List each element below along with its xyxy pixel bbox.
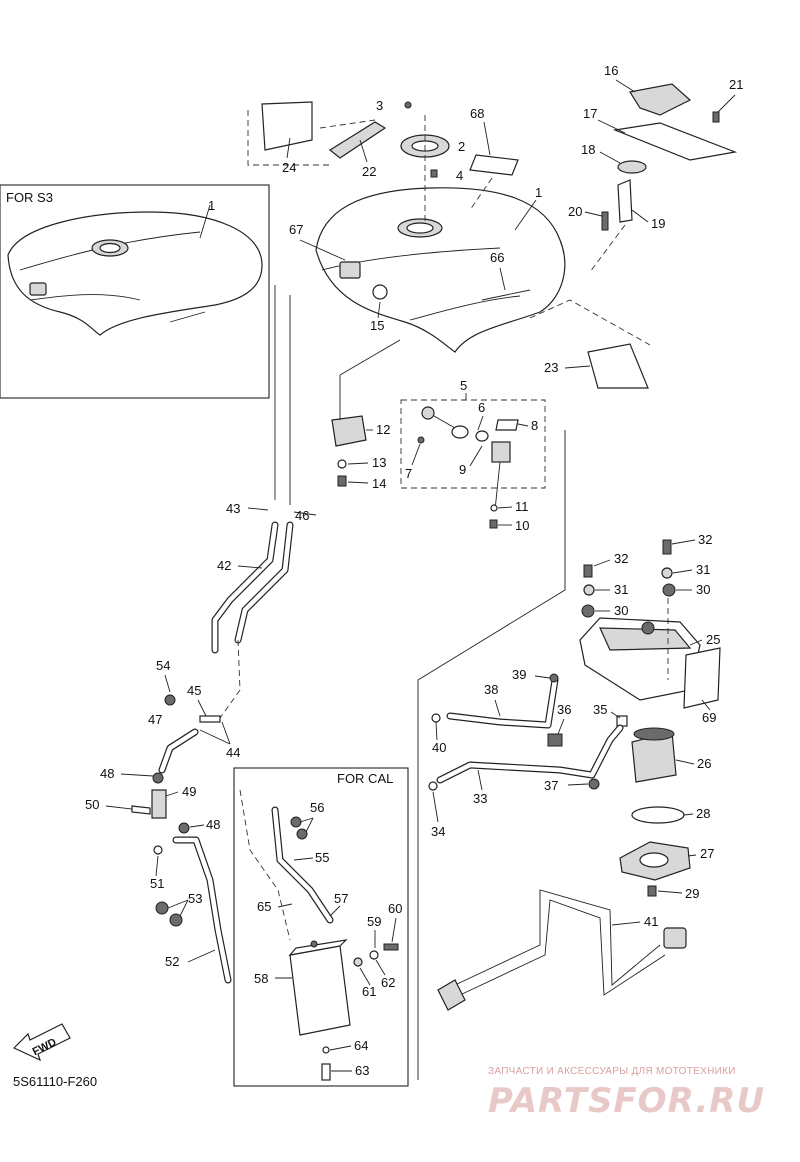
callout-26: 26 <box>697 756 711 771</box>
callout-69: 69 <box>702 710 716 725</box>
callout-5: 5 <box>460 378 467 393</box>
callout-25: 25 <box>706 632 720 647</box>
callout-29: 29 <box>685 886 699 901</box>
callout-61: 61 <box>362 984 376 999</box>
inset-for-s3: FOR S3 1 <box>0 184 270 399</box>
callout-51: 51 <box>150 876 164 891</box>
callout-63: 63 <box>355 1063 369 1078</box>
side-panel: 23 <box>529 299 651 389</box>
callout-13: 13 <box>372 455 386 470</box>
callout-2: 2 <box>458 139 465 154</box>
callout-67: 67 <box>289 222 303 237</box>
callout-18: 18 <box>581 142 595 157</box>
inset-s3-title: FOR S3 <box>6 190 53 205</box>
callout-4: 4 <box>456 168 463 183</box>
callout-10: 10 <box>515 518 529 533</box>
vent-hoses: 43 46 42 54 45 47 44 <box>148 285 317 774</box>
callout-27: 27 <box>700 846 714 861</box>
callout-62: 62 <box>381 975 395 990</box>
callout-48a: 48 <box>100 766 114 781</box>
callout-30b: 30 <box>696 582 710 597</box>
callout-58: 58 <box>254 971 268 986</box>
rear-bracket: 16 21 17 18 19 20 <box>568 63 743 273</box>
callout-57: 57 <box>334 891 348 906</box>
callout-30a: 30 <box>614 603 628 618</box>
diagram-code: 5S61110-F260 <box>13 1074 97 1089</box>
callout-19: 19 <box>651 216 665 231</box>
callout-55: 55 <box>315 850 329 865</box>
fuel-cock-assembly: 5 6 8 9 7 11 10 12 13 14 <box>331 339 546 533</box>
callout-41: 41 <box>644 914 658 929</box>
callout-16: 16 <box>604 63 618 78</box>
callout-37: 37 <box>544 778 558 793</box>
callout-22: 22 <box>362 164 376 179</box>
callout-17: 17 <box>583 106 597 121</box>
callout-50: 50 <box>85 797 99 812</box>
callout-7: 7 <box>405 466 412 481</box>
callout-14: 14 <box>372 476 386 491</box>
callout-11: 11 <box>515 499 529 514</box>
callout-43: 43 <box>226 501 240 516</box>
fuel-tank: 1 <box>315 185 566 353</box>
callout-49: 49 <box>182 784 196 799</box>
callout-52: 52 <box>165 954 179 969</box>
callout-38: 38 <box>484 682 498 697</box>
callout-54: 54 <box>156 658 170 673</box>
callout-34: 34 <box>431 824 445 839</box>
callout-3: 3 <box>376 98 383 113</box>
callout-12: 12 <box>376 422 390 437</box>
callout-21: 21 <box>729 77 743 92</box>
callout-32b: 32 <box>698 532 712 547</box>
callout-56: 56 <box>310 800 324 815</box>
inset-for-cal: FOR CAL 56 55 57 65 58 59 60 61 62 64 <box>233 767 409 1087</box>
callout-65: 65 <box>257 899 271 914</box>
fuel-pump: 26 28 27 29 38 39 40 36 35 33 34 <box>428 667 714 1011</box>
callout-33: 33 <box>473 791 487 806</box>
callout-68: 68 <box>470 106 484 121</box>
callout-45: 45 <box>187 683 201 698</box>
callout-31b: 31 <box>696 562 710 577</box>
callout-24: 24 <box>282 160 296 175</box>
callout-66: 66 <box>490 250 504 265</box>
callout-28: 28 <box>696 806 710 821</box>
callout-47: 47 <box>148 712 162 727</box>
callout-53: 53 <box>188 891 202 906</box>
callout-59: 59 <box>367 914 381 929</box>
callout-39: 39 <box>512 667 526 682</box>
callout-44: 44 <box>226 745 240 760</box>
callout-1b: 1 <box>208 198 215 213</box>
callout-8: 8 <box>531 418 538 433</box>
callout-35: 35 <box>593 702 607 717</box>
callout-6: 6 <box>478 400 485 415</box>
callout-36: 36 <box>557 702 571 717</box>
callout-9: 9 <box>459 462 466 477</box>
lower-left-hoses: 48 49 50 48 51 53 52 <box>85 766 232 984</box>
watermark-logo: PARTSFOR.RU <box>488 1081 765 1121</box>
callout-23: 23 <box>544 360 558 375</box>
tank-cap-parts: 24 22 3 2 4 68 67 15 66 <box>247 98 519 333</box>
callout-60: 60 <box>388 901 402 916</box>
callout-31a: 31 <box>614 582 628 597</box>
callout-40: 40 <box>432 740 446 755</box>
callout-15: 15 <box>370 318 384 333</box>
watermark-subtitle: ЗАПЧАСТИ И АКСЕССУАРЫ ДЛЯ МОТОТЕХНИКИ <box>488 1066 736 1077</box>
callout-32a: 32 <box>614 551 628 566</box>
pump-bracket: 25 69 32 31 30 32 31 30 <box>417 430 721 1080</box>
callout-46: 46 <box>295 508 309 523</box>
callout-20: 20 <box>568 204 582 219</box>
callout-48b: 48 <box>206 817 220 832</box>
callout-64: 64 <box>354 1038 368 1053</box>
fwd-arrow: FWD <box>12 1023 71 1062</box>
inset-cal-title: FOR CAL <box>337 771 393 786</box>
callout-42: 42 <box>217 558 231 573</box>
callout-1: 1 <box>535 185 542 200</box>
